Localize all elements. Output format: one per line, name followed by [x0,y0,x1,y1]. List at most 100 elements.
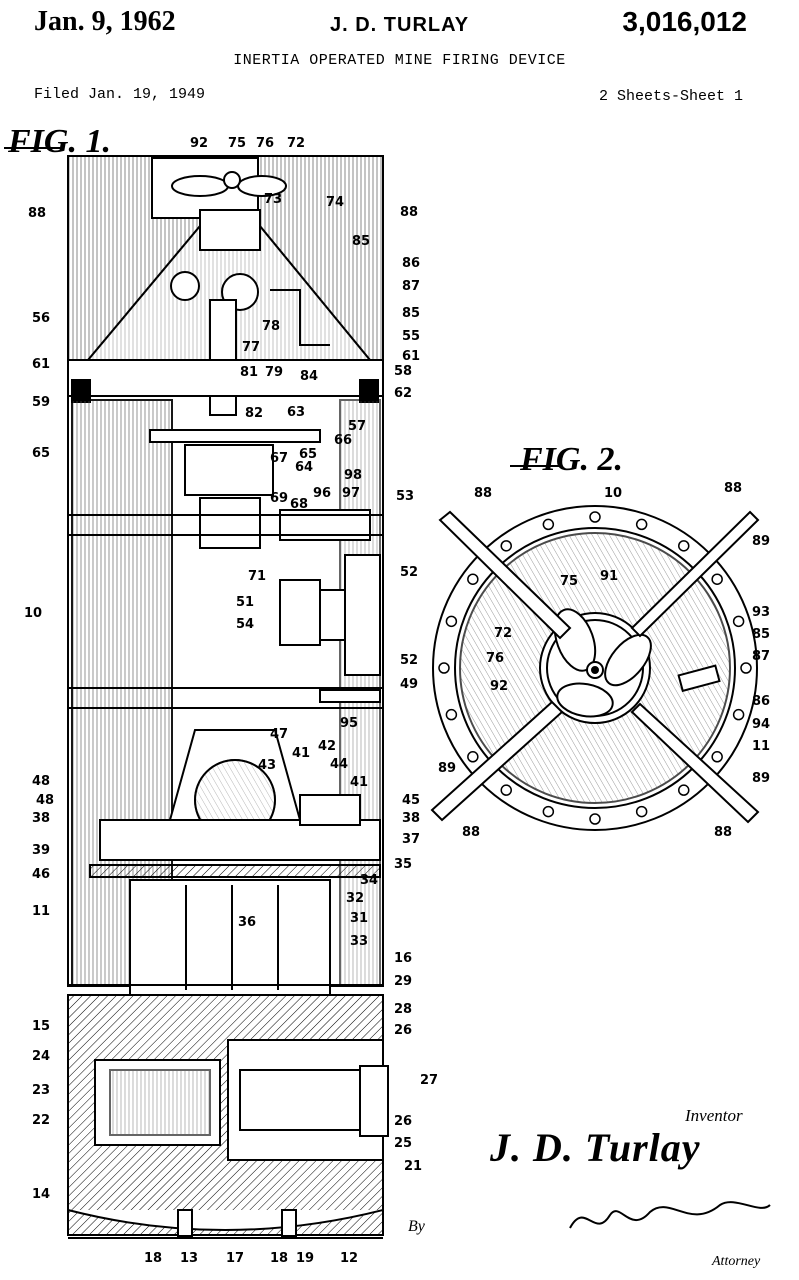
fig1-ref-numeral: 41 [292,746,310,761]
fig1-ref-numeral: 36 [238,915,256,930]
patent-date: Jan. 9, 1962 [34,6,176,37]
fig2-ref-numeral: 94 [752,717,770,732]
fig1-ref-numeral: 87 [402,279,420,294]
fig1-ref-numeral: 18 [144,1251,162,1266]
fig1-ref-numeral: 26 [394,1023,412,1038]
fig1-ref-numeral: 95 [340,716,358,731]
fig1-ref-numeral: 12 [340,1251,358,1266]
fig2-ref-numeral: 88 [724,481,742,496]
fig2-drawing [430,505,760,831]
fig1-ref-numeral: 86 [402,256,420,271]
fig1-ref-numeral: 62 [394,386,412,401]
fig2-ref-numeral: 89 [752,771,770,786]
fig2-flange-bolt [732,615,745,628]
fig1-ref-numeral: 49 [400,677,418,692]
fig1-ref-numeral: 67 [270,451,288,466]
fig1-switch-housing [199,497,261,549]
fig1-motor [184,444,274,496]
fig1-ref-numeral: 82 [245,406,263,421]
fig1-ref-numeral: 92 [190,136,208,151]
fig1-ref-numeral: 81 [240,365,258,380]
fig2-fin [630,510,760,638]
by-label: By [408,1218,425,1235]
fig1-ref-numeral: 65 [299,447,317,462]
fig2-fin [630,702,760,824]
fig2-switch [677,664,721,693]
fig2-flange-bolt [589,813,601,825]
fig1-ref-numeral: 56 [32,311,50,326]
fig1-ref-numeral: 77 [242,340,260,355]
fig1-ref-numeral: 44 [330,757,348,772]
fig1-drive-shaft [209,299,237,416]
fig1-ref-numeral: 29 [394,974,412,989]
fig2-ref-numeral: 75 [560,574,578,589]
fig1-flange [67,359,384,397]
fig1-detonator-unit [279,579,321,646]
fig2-flange-bolt [467,751,479,763]
fig1-linkage [270,289,330,346]
inventor-signature: J. D. Turlay [490,1125,701,1170]
fig1-ref-numeral: 98 [344,468,362,483]
fig1-propeller-blade [171,175,229,197]
fig1-gear-box [199,209,261,251]
fig1-ref-numeral: 27 [420,1073,438,1088]
fig2-ref-numeral: 10 [604,486,622,501]
fig1-ref-numeral: 57 [348,419,366,434]
fig1-battery [129,879,331,996]
fig1-ref-numeral: 37 [402,832,420,847]
fig1-ref-numeral: 19 [296,1251,314,1266]
fig1-ref-numeral: 71 [248,569,266,584]
fig1-ref-numeral: 85 [352,234,370,249]
fig1-ref-numeral: 72 [287,136,305,151]
fig1-ref-numeral: 48 [36,793,54,808]
fig1-ref-numeral: 63 [287,405,305,420]
fig1-primer-assembly [239,1069,361,1131]
fig1-ref-numeral: 21 [404,1159,422,1174]
fig2-ref-numeral: 86 [752,694,770,709]
fig1-ref-numeral: 61 [32,357,50,372]
fig1-ref-numeral: 79 [265,365,283,380]
fig1-bottom-bolt [177,1209,193,1237]
fig2-flange-bolt [678,784,690,796]
fig1-ref-numeral: 45 [402,793,420,808]
fig2-flange-bolts [438,511,752,825]
fig2-flange-bolt [635,805,648,818]
attorney-label: Attorney [712,1254,761,1269]
fig1-ref-numeral: 26 [394,1114,412,1129]
fig1-ref-numeral: 24 [32,1049,50,1064]
fig1-ref-numeral: 38 [402,811,420,826]
fig1-ref-numeral: 55 [402,329,420,344]
fig1-ref-numeral: 15 [32,1019,50,1034]
fig1-ref-numeral: 39 [32,843,50,858]
fig1-ref-numeral: 97 [342,486,360,501]
fig1-ref-numeral: 88 [28,206,46,221]
fig1-firing-switch [299,794,361,826]
fig1-shelf [319,689,381,703]
fig1-drawing [67,155,389,1239]
fig1-flange-bolt [71,379,91,403]
fig1-ref-numeral: 46 [32,867,50,882]
fig1-ref-numeral: 17 [226,1251,244,1266]
attorney-signature [569,1201,771,1229]
fig2-ref-numeral: 87 [752,649,770,664]
fig1-ref-numeral: 25 [394,1136,412,1151]
fig1-ref-numeral: 34 [360,873,378,888]
fig1-flange-bolt [359,379,379,403]
patent-title: INERTIA OPERATED MINE FIRING DEVICE [233,52,566,69]
fig1-ref-numeral: 23 [32,1083,50,1098]
fig1-ref-numeral: 22 [32,1113,50,1128]
fig2-ref-numeral: 89 [752,534,770,549]
fig1-ball-seat-plate [99,819,381,861]
fig2-flange-bolt [500,540,512,552]
filed-date: Filed Jan. 19, 1949 [34,86,206,103]
fig1-plug [359,1065,389,1137]
fig1-ref-numeral: 14 [32,1187,50,1202]
fig1-spring-plate [89,864,381,878]
fig1-ref-numeral: 96 [313,486,331,501]
fig1-label: FIG. 1. [7,123,111,160]
fig2-propeller-blade [604,633,652,687]
fig2-flange-bolt [445,615,458,628]
fig2-flange-bolt [445,708,458,721]
fig2-fin [438,510,572,640]
fig1-ref-numeral: 33 [350,934,368,949]
